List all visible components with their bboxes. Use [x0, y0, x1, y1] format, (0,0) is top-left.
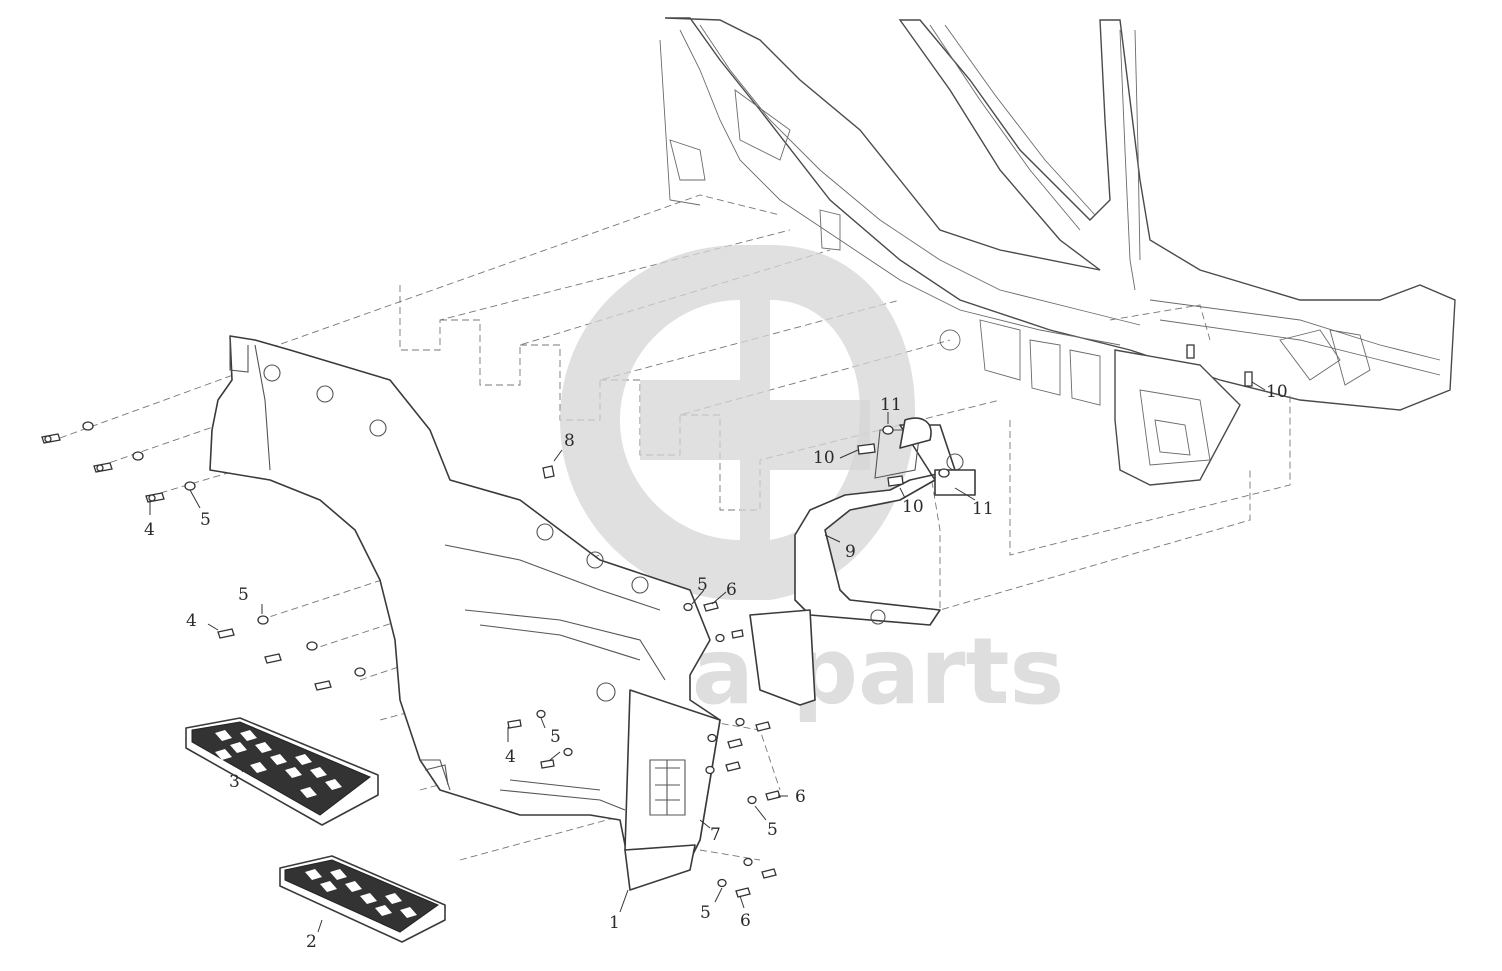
callout-2: 2: [306, 932, 317, 952]
callout-11b: 11: [972, 499, 994, 519]
callout-7: 7: [710, 825, 721, 845]
callout-10a: 10: [813, 448, 835, 468]
callout-4a: 4: [144, 520, 155, 540]
callout-4c: 4: [505, 747, 516, 767]
callout-5c: 5: [550, 727, 561, 747]
part-3-step-grate: [185, 717, 379, 826]
callout-6b: 6: [795, 787, 806, 807]
callout-labels: 1 2 3 4 4 4 5 5 5 5 5 5 6 6 6 7 8 9 10 1…: [144, 382, 1288, 952]
bolt-group-right: [683, 601, 781, 898]
bolt-group-upper-left: [41, 421, 196, 503]
callout-5a: 5: [200, 510, 211, 530]
callout-5e: 5: [767, 820, 778, 840]
callout-5d: 5: [697, 575, 708, 595]
leader-lines: [149, 381, 1266, 933]
callout-5f: 5: [700, 903, 711, 923]
callout-9: 9: [845, 542, 856, 562]
callout-6a: 6: [726, 580, 737, 600]
callout-4b: 4: [186, 611, 197, 631]
bolt-group-middle-left: [217, 615, 366, 691]
callout-10b: 10: [902, 497, 924, 517]
part-8-clip: [542, 465, 555, 479]
cab-frame-structure: [659, 17, 1456, 486]
part-1-step-housing: [209, 335, 721, 891]
fasteners: [41, 344, 1253, 898]
part-9-bracket: [749, 417, 976, 706]
bolt-group-bracket: [857, 344, 1253, 487]
callout-3: 3: [229, 772, 240, 792]
part-2-step-grate: [279, 855, 446, 943]
callout-10c: 10: [1266, 382, 1288, 402]
callout-5b: 5: [238, 585, 249, 605]
callout-1: 1: [609, 913, 620, 933]
callout-8: 8: [564, 431, 575, 451]
callout-11a: 11: [880, 395, 902, 415]
bolt-group-inner: [507, 709, 573, 769]
callout-6c: 6: [740, 911, 751, 931]
